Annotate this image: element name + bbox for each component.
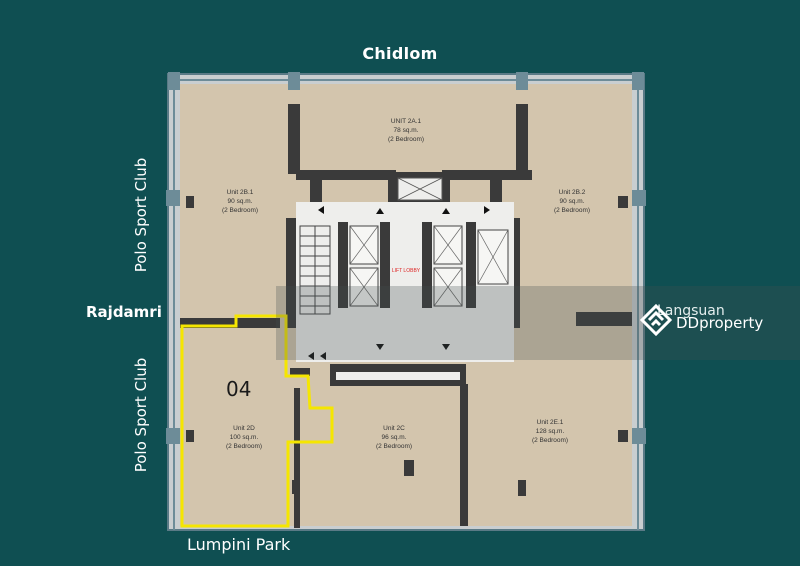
ddproperty-logo-icon bbox=[640, 304, 672, 336]
svg-text:(2 Bedroom): (2 Bedroom) bbox=[222, 207, 258, 214]
side-label-bottom: Polo Sport Club bbox=[132, 357, 150, 473]
svg-text:Unit 2B.1: Unit 2B.1 bbox=[227, 189, 254, 196]
unit-label-2d: Unit 2D 100 sq.m. (2 Bedroom) bbox=[226, 425, 262, 450]
svg-text:90 sq.m.: 90 sq.m. bbox=[560, 198, 585, 205]
direction-label-south: Lumpini Park bbox=[187, 535, 291, 554]
lift-lobby-label: LIFT LOBBY bbox=[392, 268, 421, 274]
svg-text:128 sq.m.: 128 sq.m. bbox=[536, 428, 565, 435]
svg-text:Unit 2B.2: Unit 2B.2 bbox=[559, 189, 586, 196]
svg-text:100 sq.m.: 100 sq.m. bbox=[230, 434, 259, 441]
side-label-top: Polo Sport Club bbox=[132, 157, 150, 273]
unit-label-2b1: Unit 2B.1 90 sq.m. (2 Bedroom) bbox=[222, 189, 258, 214]
svg-text:Unit 2E.1: Unit 2E.1 bbox=[537, 419, 564, 426]
svg-text:(2 Bedroom): (2 Bedroom) bbox=[376, 443, 412, 450]
svg-text:Unit 2D: Unit 2D bbox=[233, 425, 255, 432]
unit-label-2a1: UNIT 2A.1 78 sq.m. (2 Bedroom) bbox=[388, 118, 424, 143]
svg-text:UNIT 2A.1: UNIT 2A.1 bbox=[391, 118, 422, 125]
svg-text:(2 Bedroom): (2 Bedroom) bbox=[554, 207, 590, 214]
watermark-brand-text: DDproperty bbox=[676, 314, 764, 332]
svg-text:90 sq.m.: 90 sq.m. bbox=[228, 198, 253, 205]
svg-text:78 sq.m.: 78 sq.m. bbox=[394, 127, 419, 134]
unit-04-highlight bbox=[180, 314, 334, 528]
unit-label-2b2: Unit 2B.2 90 sq.m. (2 Bedroom) bbox=[554, 189, 590, 214]
direction-label-east: Langsuan bbox=[657, 303, 725, 319]
svg-text:Unit 2C: Unit 2C bbox=[383, 425, 405, 432]
svg-text:(2 Bedroom): (2 Bedroom) bbox=[388, 136, 424, 143]
unit-label-2c: Unit 2C 96 sq.m. (2 Bedroom) bbox=[376, 425, 412, 450]
watermark-band bbox=[276, 286, 800, 360]
unit-label-2e1: Unit 2E.1 128 sq.m. (2 Bedroom) bbox=[532, 419, 568, 444]
unit-04-number: 04 bbox=[226, 377, 251, 401]
direction-label-north: Chidlom bbox=[362, 44, 438, 63]
direction-label-west: Rajdamri bbox=[86, 303, 162, 321]
svg-text:(2 Bedroom): (2 Bedroom) bbox=[532, 437, 568, 444]
svg-text:96 sq.m.: 96 sq.m. bbox=[382, 434, 407, 441]
svg-text:(2 Bedroom): (2 Bedroom) bbox=[226, 443, 262, 450]
